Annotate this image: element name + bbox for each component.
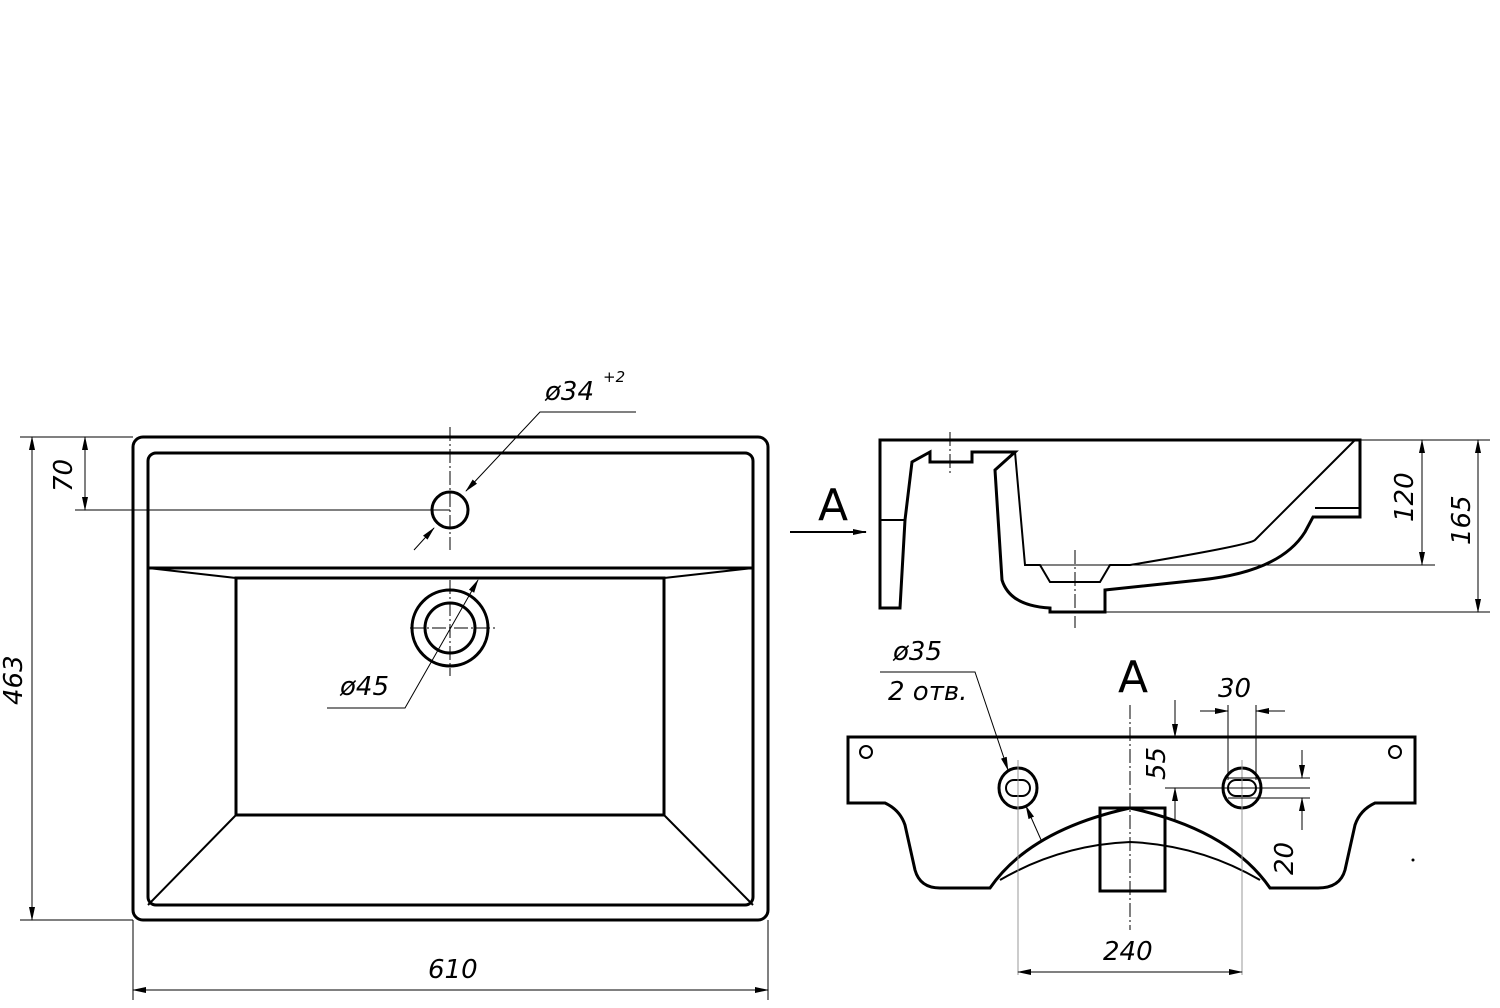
- width-label: 610: [428, 955, 478, 985]
- total-height-label: 165: [1447, 495, 1477, 545]
- tap-hole-tol-label: +2: [603, 368, 625, 386]
- tap-hole-dia-label: ø34: [544, 377, 594, 407]
- slot-width-label: 30: [1218, 674, 1251, 704]
- tap-offset-label: 70: [49, 459, 79, 492]
- view-a-title: A: [1118, 652, 1148, 703]
- mount-hole-count-label: 2 отв.: [888, 677, 967, 707]
- inner-height-label: 120: [1390, 472, 1420, 522]
- hole-spacing-label: 240: [1103, 937, 1153, 967]
- view-a: A ø35 2 отв. 30 55 20 240: [846, 637, 1417, 975]
- mount-hole-dia-label: ø35: [892, 637, 942, 667]
- drain-dia-label: ø45: [339, 672, 389, 702]
- depth-label: 463: [0, 655, 29, 705]
- view-a-marker: A: [818, 480, 848, 531]
- side-view: A 120 165: [790, 432, 1490, 628]
- slot-height-label: 20: [1270, 842, 1300, 875]
- slot-offset-label: 55: [1142, 747, 1172, 780]
- top-view: ø34 +2 70 463 ø45 610: [0, 368, 770, 1000]
